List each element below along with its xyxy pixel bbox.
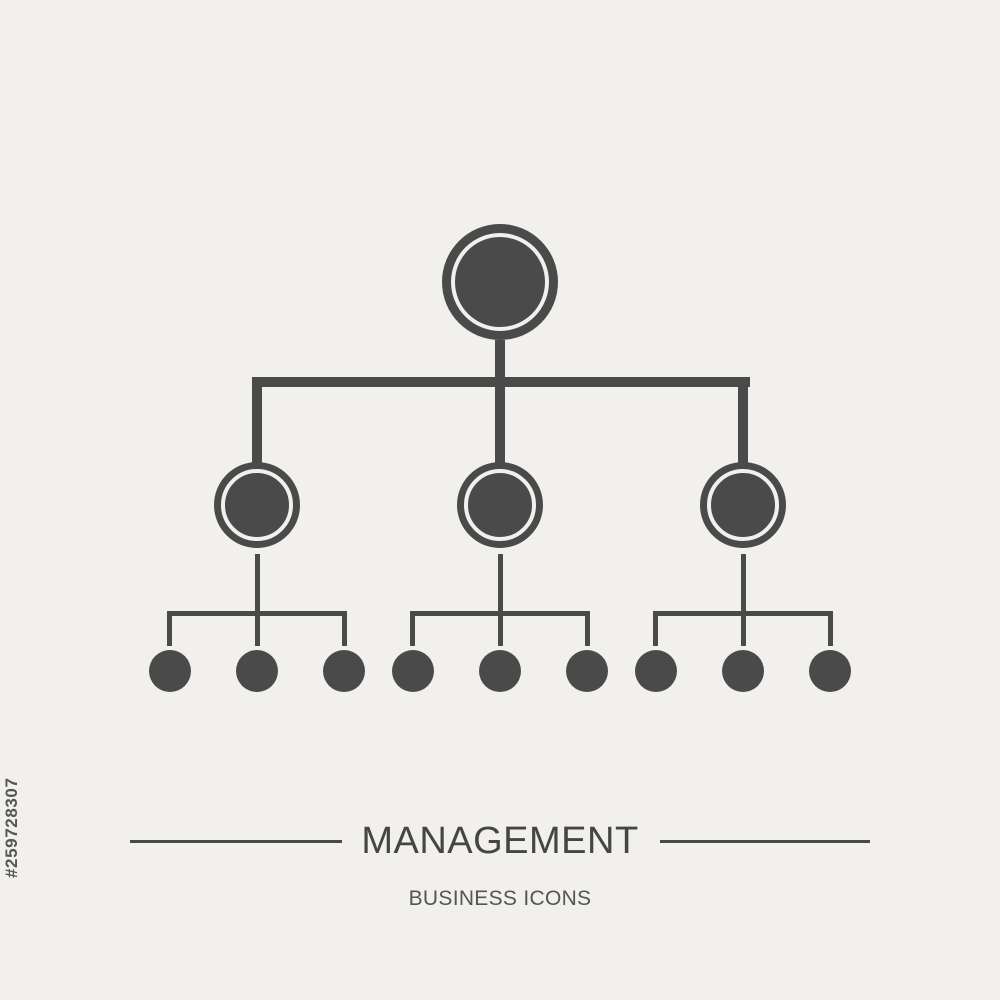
page-subtitle: BUSINESS ICONS	[408, 887, 592, 910]
page-title: MANAGEMENT	[361, 820, 639, 862]
leaf-node-icon	[236, 650, 278, 692]
middle-node-left-icon	[214, 462, 300, 548]
leaf-node-icon	[809, 650, 851, 692]
leaf-node-icon	[149, 650, 191, 692]
title-row: MANAGEMENT	[0, 818, 1000, 864]
title-divider-left	[130, 840, 342, 843]
middle-node-center-icon	[457, 462, 543, 548]
leaf-nodes	[149, 650, 851, 692]
leaf-node-icon	[323, 650, 365, 692]
top-node-icon	[442, 224, 558, 340]
leaf-node-icon	[392, 650, 434, 692]
middle-node-right-icon	[700, 462, 786, 548]
leaf-node-icon	[722, 650, 764, 692]
title-divider-right	[660, 840, 870, 843]
leaf-node-icon	[566, 650, 608, 692]
side-id-text: #259728307	[2, 777, 21, 878]
lower-connector-lines	[167, 554, 833, 646]
leaf-node-icon	[635, 650, 677, 692]
top-connector-lines	[252, 340, 750, 463]
leaf-node-icon	[479, 650, 521, 692]
